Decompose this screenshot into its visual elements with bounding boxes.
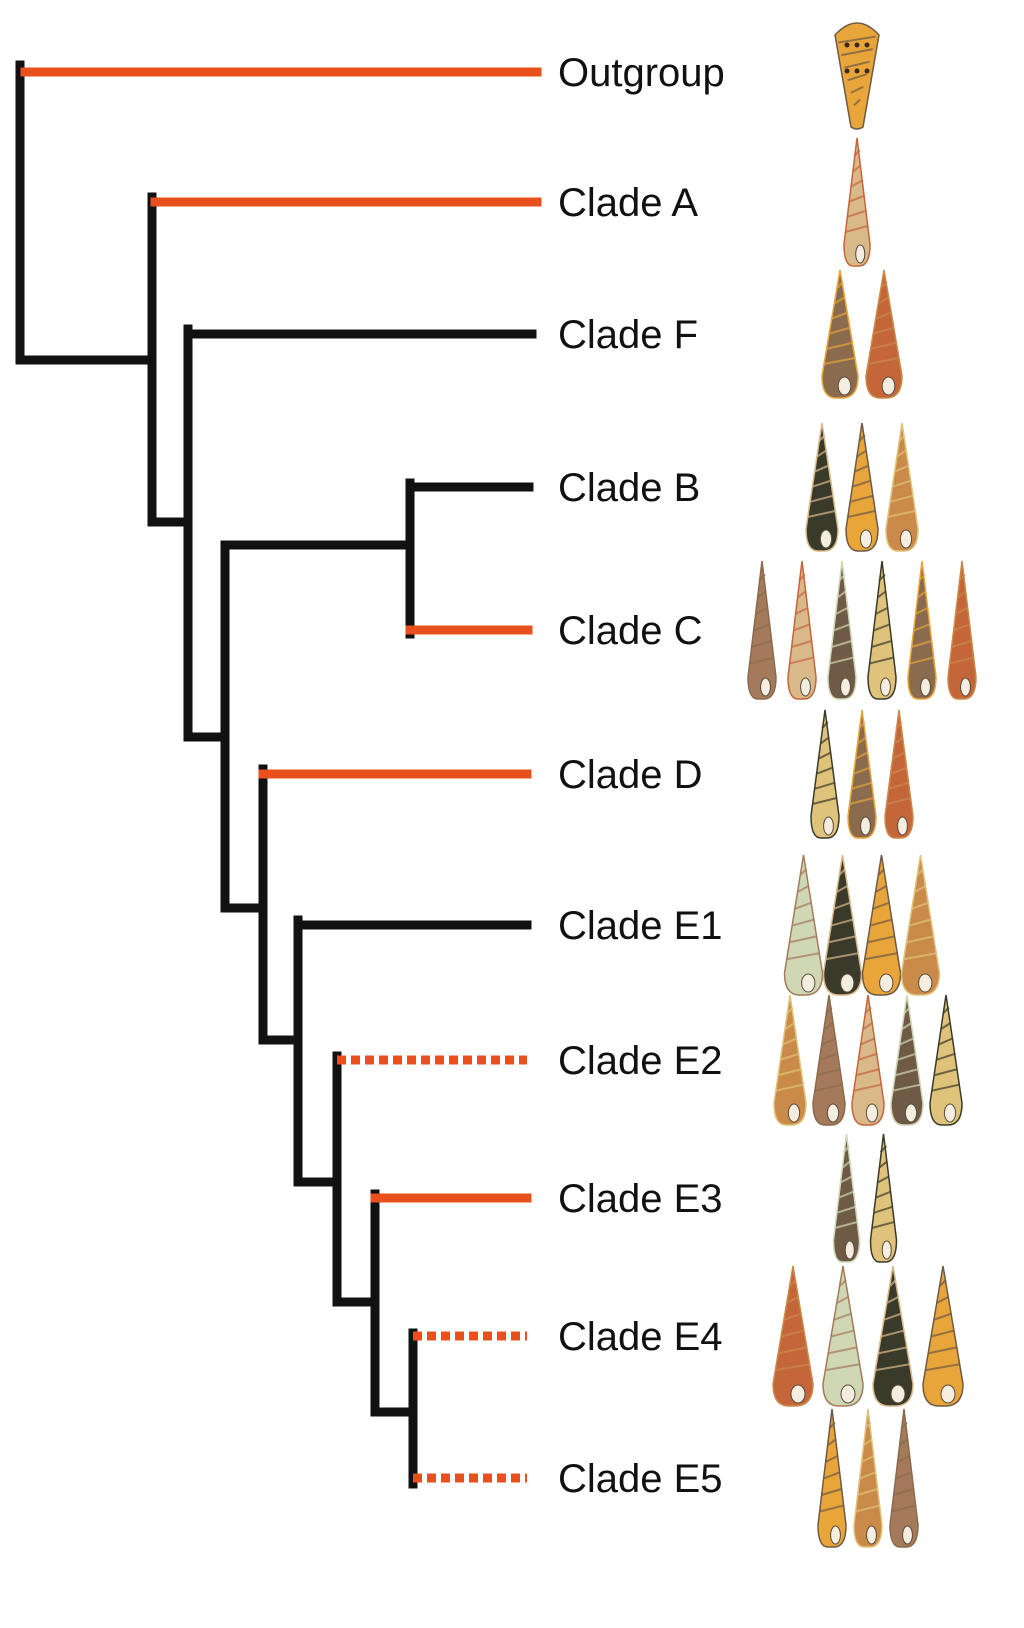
- shell-image: [845, 422, 879, 552]
- shell-group-clade-e1: [783, 854, 941, 996]
- shell-image: [865, 269, 903, 399]
- shell-image: [805, 422, 839, 552]
- shell-group-clade-c: [747, 560, 977, 700]
- taxon-label-clade-e1: Clade E1: [558, 904, 723, 948]
- taxon-label-clade-d: Clade D: [558, 753, 703, 797]
- taxon-label-clade-e5: Clade E5: [558, 1457, 723, 1501]
- shell-image: [890, 994, 924, 1126]
- shell-images: [747, 22, 977, 1548]
- shell-image: [947, 560, 977, 700]
- shell-image: [885, 422, 919, 552]
- shell-group-clade-f: [821, 269, 903, 399]
- shell-image: [817, 1408, 847, 1548]
- shell-image: [822, 1265, 864, 1407]
- taxon-label-outgroup: Outgroup: [558, 51, 725, 95]
- shell-image: [821, 269, 859, 399]
- taxon-label-clade-c: Clade C: [558, 609, 703, 653]
- taxon-label-clade-e4: Clade E4: [558, 1315, 723, 1359]
- shell-image: [851, 994, 885, 1126]
- shell-image: [827, 560, 857, 700]
- shell-image: [872, 1265, 914, 1407]
- shell-image: [907, 560, 937, 700]
- shell-group-outgroup: [834, 22, 880, 130]
- shell-image: [843, 137, 871, 267]
- shell-group-clade-e4: [772, 1265, 964, 1407]
- shell-image: [884, 709, 914, 839]
- shell-image: [783, 854, 824, 996]
- shell-image: [810, 709, 840, 839]
- shell-image: [929, 994, 963, 1126]
- taxon-label-clade-b: Clade B: [558, 466, 700, 510]
- shell-image: [787, 560, 817, 700]
- shell-image: [822, 854, 863, 996]
- shell-image: [861, 854, 902, 996]
- shell-image: [867, 560, 897, 700]
- shell-image: [853, 1408, 883, 1548]
- shell-image: [900, 854, 941, 996]
- taxon-label-clade-e2: Clade E2: [558, 1039, 723, 1083]
- shell-image: [869, 1133, 898, 1263]
- shell-image: [773, 994, 807, 1126]
- taxon-label-clade-f: Clade F: [558, 313, 698, 357]
- shell-image: [832, 1133, 861, 1263]
- shell-group-clade-e2: [773, 994, 963, 1126]
- shell-group-clade-b: [805, 422, 919, 552]
- shell-image: [847, 709, 877, 839]
- shell-group-clade-e5: [817, 1408, 919, 1548]
- tree-branches: [15, 60, 542, 1489]
- shell-image: [747, 560, 777, 700]
- shell-image: [834, 22, 880, 130]
- shell-image: [812, 994, 846, 1126]
- shell-image: [889, 1408, 919, 1548]
- shell-group-clade-a: [843, 137, 871, 267]
- taxon-label-clade-a: Clade A: [558, 181, 698, 225]
- shell-group-clade-e3: [832, 1133, 898, 1263]
- shell-group-clade-d: [810, 709, 914, 839]
- shell-image: [922, 1265, 964, 1407]
- taxon-label-clade-e3: Clade E3: [558, 1177, 723, 1221]
- shell-image: [772, 1265, 814, 1407]
